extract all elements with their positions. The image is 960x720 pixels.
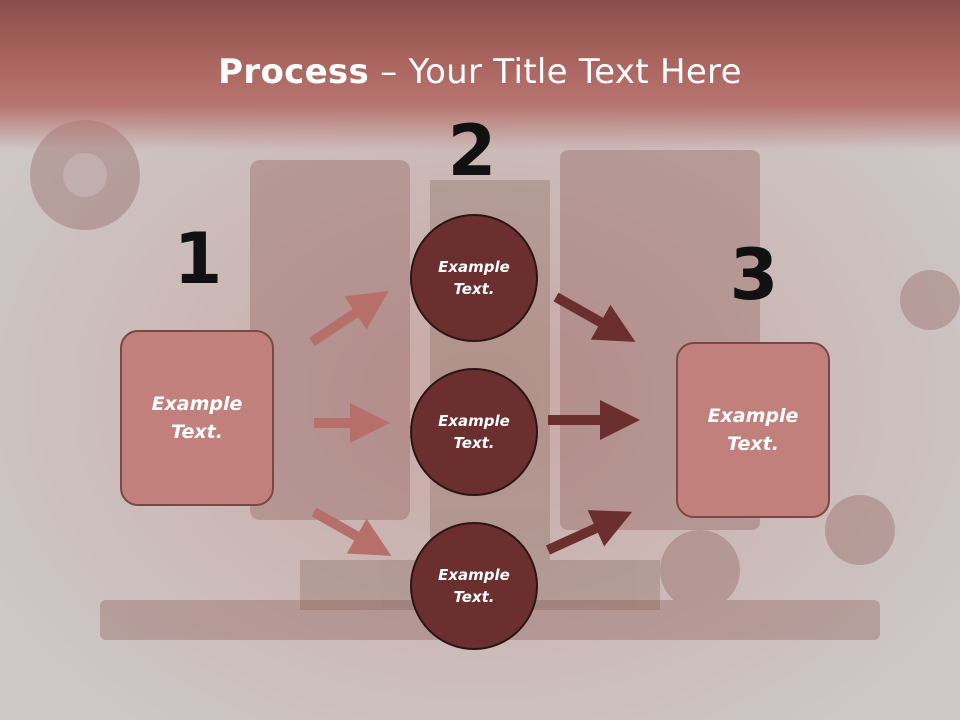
title-rest: – Your Title Text Here [369,52,742,92]
arrow-1-to-bottom [311,507,392,556]
step-number-3: 3 [729,234,779,316]
arrow-top-to-3 [553,292,636,342]
arrow-1-to-top [309,290,389,347]
title-bold: Process [218,52,370,92]
step-3-label: Example Text. [707,404,799,456]
slide-title: Process – Your Title Text Here [0,52,960,92]
circle-middle-label: Example Text. [438,411,510,453]
step-number-1: 1 [173,218,223,300]
arrow-bottom-to-3 [545,510,633,555]
circle-bottom-label: Example Text. [438,565,510,607]
step-1-box: Example Text. [120,330,274,506]
title-band [0,0,960,150]
step-1-label: Example Text. [151,392,243,444]
step-2-circle-top: Example Text. [410,214,538,342]
step-3-box: Example Text. [676,342,830,518]
circle-top-label: Example Text. [438,257,510,299]
step-number-2: 2 [447,110,497,192]
step-2-circle-bottom: Example Text. [410,522,538,650]
step-2-circle-middle: Example Text. [410,368,538,496]
